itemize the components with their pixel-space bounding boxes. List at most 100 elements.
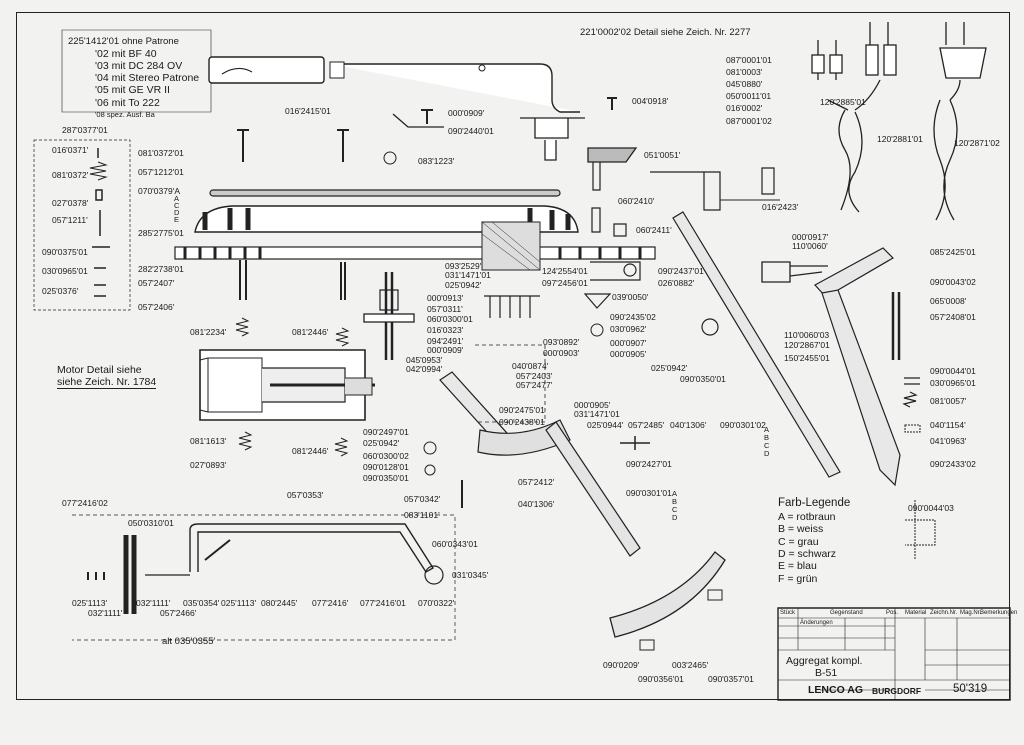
part-label: 027'0893' [190, 460, 227, 470]
part-label: 080'2445' [261, 598, 298, 608]
part-label: 090'0356'01 [638, 674, 684, 684]
bottom-lever [189, 523, 434, 573]
variant-08: '08 spez. Ausf. Ba [95, 110, 155, 119]
tb-model: B-51 [815, 667, 838, 679]
part-label: 124'2554'01 [542, 266, 588, 276]
drawing-frame [16, 12, 1010, 700]
part-label: 057'1211' [52, 215, 88, 225]
tb-header-mag: Mag.Nr. [960, 610, 982, 616]
part-label: 090'0301'02 [720, 420, 766, 430]
part-label: 016'0002' [726, 103, 763, 113]
legend-d: D = schwarz [778, 548, 837, 560]
part-label: 090'2427'01 [626, 459, 672, 469]
part-label: 077'2416' [312, 598, 349, 608]
variant-05: '05 mit GE VR II [95, 84, 170, 96]
left-parts-box [33, 139, 131, 311]
part-label: 025'1113' [72, 598, 108, 608]
alt-note: alt 035'0355' [162, 636, 216, 647]
part-label: 000'0907' [610, 338, 647, 348]
part-label: 090'2433'02 [930, 459, 976, 469]
title-block-lines [777, 607, 1011, 701]
color-letters-abcd-1: A B C D [764, 425, 770, 458]
part-label: 090'2437'01 [658, 266, 704, 276]
variant-03: '03 mit DC 284 OV [95, 60, 183, 72]
part-label: 070'0322' [418, 598, 455, 608]
part-label: 031'0345' [452, 570, 489, 580]
part-label: 087'0001'02 [726, 116, 772, 126]
part-label: 060'0343'01 [432, 539, 478, 549]
part-label: 045'0880' [726, 79, 763, 89]
part-label: 040'1154' [930, 420, 966, 430]
part-label: 045'0953' [406, 355, 443, 365]
variant-02: '02 mit BF 40 [95, 48, 157, 60]
part-label: 016'0323' [427, 325, 464, 335]
part-label: 025'0942' [363, 438, 400, 448]
motor-note-line2: siehe Zeich. Nr. 1784 [57, 376, 157, 389]
tb-header-drawing: Zeichn.Nr. [930, 610, 958, 616]
part-label: 000'0917' [792, 232, 829, 242]
part-label: 051'0051' [644, 150, 681, 160]
part-label: 110'0060' [792, 241, 828, 251]
part-label: 077'2416'01 [360, 598, 406, 608]
part-label: 039'0050' [612, 292, 649, 302]
part-label: 093'2529' [445, 261, 482, 271]
part-label: 026'0882' [658, 278, 695, 288]
part-label: 030'0965'01 [42, 266, 88, 276]
part-label: 032'1111' [88, 608, 123, 618]
part-label: 120'2881'01 [877, 134, 923, 144]
tonearm-head [208, 56, 325, 84]
part-label: 040'1306' [518, 499, 555, 509]
part-label: 110'0060'03 [784, 330, 830, 340]
part-label: 090'0350'01 [680, 374, 726, 384]
part-label: 057'0353' [287, 490, 324, 500]
legend-title: Farb-Legende [778, 497, 851, 509]
part-label: 027'0378' [52, 198, 89, 208]
part-label: 090'0350'01 [363, 473, 409, 483]
part-label: 057'2407' [138, 278, 175, 288]
part-label: 060'2411' [636, 225, 672, 235]
part-label: 000'0913' [427, 293, 464, 303]
detail-note: 221'0002'02 Detail siehe Zeich. Nr. 2277 [580, 27, 751, 38]
part-label: 000'0909' [448, 108, 485, 118]
part-label: 016'2423' [762, 202, 799, 212]
part-label: 000'0905' [574, 400, 611, 410]
springs [89, 161, 350, 457]
part-label: 057'2403' [516, 371, 553, 381]
part-label: 057'0342' [404, 494, 441, 504]
part-label: 070'0379'A [138, 186, 181, 196]
part-label: 030'0962' [610, 324, 647, 334]
part-label: 057'0311' [427, 304, 463, 314]
part-label: 040'1306' [670, 420, 707, 430]
part-label: 025'0942' [445, 280, 482, 290]
part-label: 090'0357'01 [708, 674, 754, 684]
part-label: 060'0300'02 [363, 451, 409, 461]
part-label: 090'0044'03 [908, 503, 954, 513]
variant-06: '06 mit To 222 [95, 97, 160, 109]
color-letters-acde: A C D E [174, 194, 180, 224]
part-label: 081'0372'01 [138, 148, 184, 158]
part-label: 081'0372' [52, 170, 89, 180]
bottom-assembly-box [72, 514, 456, 641]
part-label: 282'2738'01 [138, 264, 184, 274]
legend-b: B = weiss [778, 523, 824, 535]
part-label: 090'2497'01 [363, 427, 409, 437]
part-label: 085'2425'01 [930, 247, 976, 257]
tb-header-remarks: Bemerkungen [980, 610, 1018, 616]
part-label: 087'0001'01 [726, 55, 772, 65]
knob [587, 147, 638, 163]
cables [811, 22, 987, 221]
tb-header-pos: Pos. [886, 610, 899, 616]
part-label: 120'2885'01 [820, 97, 866, 107]
part-label: 090'2435'02 [610, 312, 656, 322]
part-label: 090'2438'01 [499, 417, 545, 427]
part-label: 287'0377'01 [62, 125, 108, 135]
part-label: 031'1471'01 [574, 409, 620, 419]
variant-04: '04 mit Stereo Patrone [95, 72, 200, 84]
part-label: 016'0371' [52, 145, 89, 155]
part-label: 057'2412' [518, 477, 555, 487]
part-label: 090'0044'01 [930, 366, 976, 376]
part-label: 050'0011'01 [726, 91, 772, 101]
tb-city: BURGDORF [872, 686, 922, 696]
